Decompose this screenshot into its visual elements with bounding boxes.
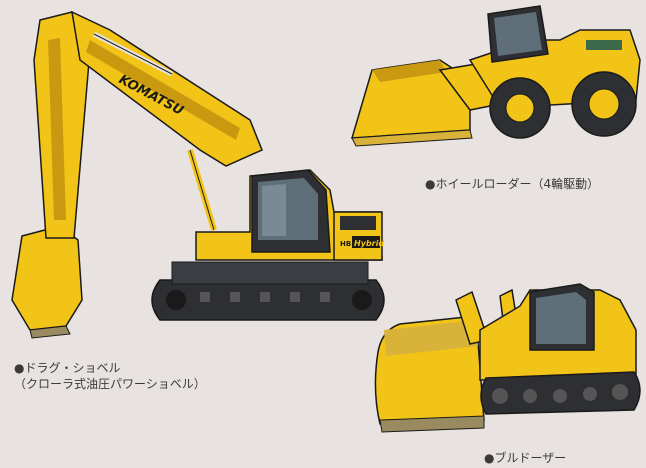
excavator-caption: ●ドラグ・ショベル （クローラ式油圧パワーショベル） <box>14 360 206 392</box>
excavator-hybrid-badge: Hybrid <box>354 239 384 248</box>
bulldozer-caption-text: ●ブルドーザー <box>484 451 567 465</box>
excavator-illustration: KOMATSU HB 205 Hybrid <box>11 10 385 339</box>
bulldozer-caption: ●ブルドーザー <box>484 450 566 466</box>
wheel-loader-caption-text: ●ホイールローダー（4輪駆動） <box>425 177 600 191</box>
excavator-bucket <box>11 225 83 331</box>
bulldozer-illustration <box>374 283 641 433</box>
excavator-caption-line2: （クローラ式油圧パワーショベル） <box>14 377 206 391</box>
wheel-loader-caption: ●ホイールローダー（4輪駆動） <box>425 176 599 192</box>
excavator-caption-line1: ●ドラグ・ショベル <box>14 361 121 375</box>
wheel-loader-wheels <box>489 71 637 139</box>
wheel-loader-illustration <box>350 5 641 147</box>
